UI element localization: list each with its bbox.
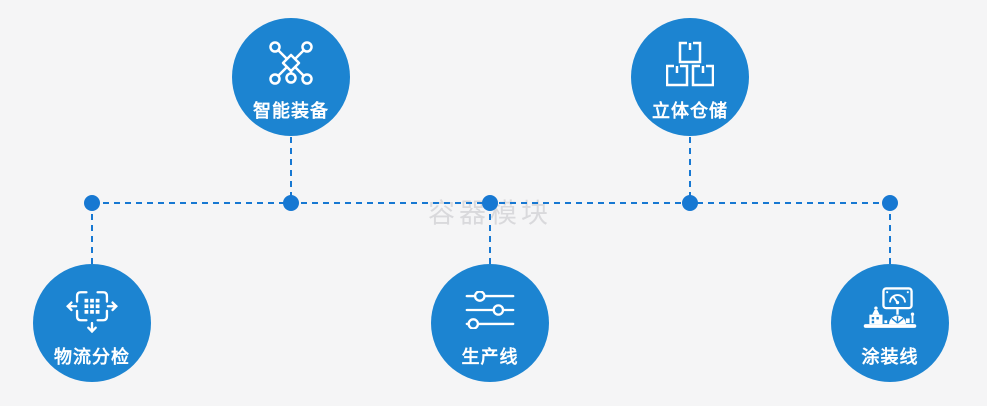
node-label: 物流分检 — [54, 346, 130, 367]
node-coating-line: 涂装线 — [831, 264, 949, 382]
node-label: 智能装备 — [253, 100, 329, 121]
node-label: 涂装线 — [861, 346, 919, 367]
stacked-boxes-icon — [666, 38, 714, 90]
junction-dot — [882, 195, 898, 211]
node-production-line: 生产线 — [431, 264, 549, 382]
node-logistics-sorting: 物流分检 — [33, 264, 151, 382]
node-smart-equipment: 智能装备 — [232, 18, 350, 136]
control-panel-icon — [860, 284, 920, 336]
node-label: 立体仓储 — [652, 100, 728, 121]
node-label: 生产线 — [461, 346, 519, 367]
junction-dot — [482, 195, 498, 211]
junction-dot — [283, 195, 299, 211]
network-nodes-icon — [267, 38, 315, 90]
junction-dot — [682, 195, 698, 211]
sorting-arrows-icon — [64, 284, 120, 336]
junction-dot — [84, 195, 100, 211]
node-stereo-warehouse: 立体仓储 — [631, 18, 749, 136]
sliders-icon — [464, 284, 516, 336]
